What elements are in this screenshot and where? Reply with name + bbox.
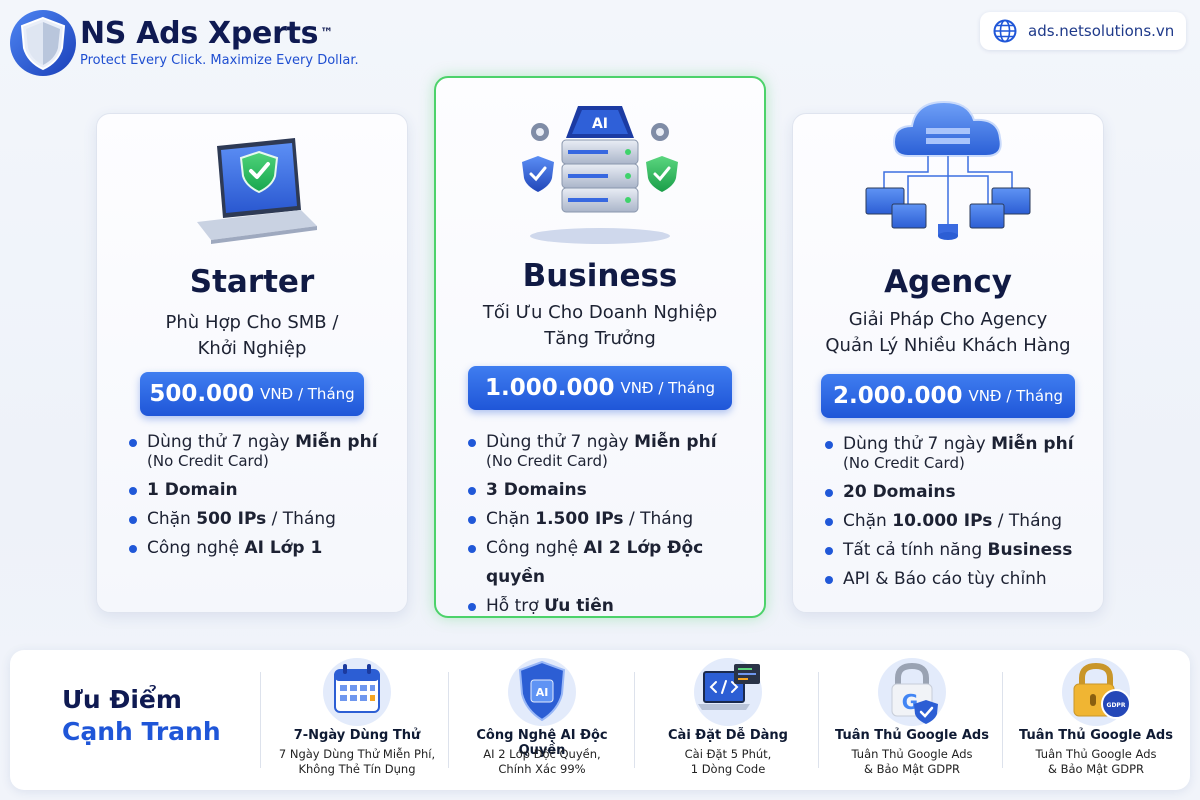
advantages-title: Ưu Điểm Cạnh Tranh — [62, 685, 221, 746]
shield-logo-icon — [10, 10, 76, 76]
divider — [260, 672, 261, 768]
feature-list: Dùng thử 7 ngày Miễn phí(No Credit Card)… — [466, 428, 764, 621]
google-lock-icon: G — [878, 658, 946, 726]
advantage-ai-tech: AI Công Nghệ AI Độc Quyền AI 2 Lớp Độc Q… — [451, 650, 633, 790]
website-url[interactable]: ads.netsolutions.vn — [1028, 22, 1175, 40]
advantage-desc: 7 Ngày Dùng Thử Miễn Phí,Không Thẻ Tín D… — [278, 747, 436, 776]
feature-list: Dùng thử 7 ngày Miễn phí(No Credit Card)… — [127, 428, 378, 563]
advantage-free-trial: 7-Ngày Dùng Thử 7 Ngày Dùng Thử Miễn Phí… — [266, 650, 448, 790]
advantage-title: Công Nghệ AI Độc Quyền — [476, 728, 608, 758]
cloud-network-icon — [865, 100, 1031, 240]
feature-api: API & Báo cáo tùy chỉnh — [823, 565, 1074, 594]
feature-support: Hỗ trợ Ưu tiên — [466, 592, 764, 621]
feature-trial: Dùng thử 7 ngày Miễn phí(No Credit Card) — [823, 430, 1074, 472]
advantage-desc: Tuân Thủ Google Ads& Bảo Mật GDPR — [1035, 747, 1157, 776]
divider — [818, 672, 819, 768]
globe-icon — [993, 19, 1017, 43]
advantage-easy-setup: Cài Đặt Dễ Dàng Cài Đặt 5 Phút,1 Dòng Co… — [637, 650, 819, 790]
gdpr-lock-icon: GDPR — [1062, 658, 1131, 726]
advantages-band: Ưu Điểm Cạnh Tranh 7-Ngày Dùng Thử 7 Ngà… — [10, 650, 1190, 790]
code-laptop-icon — [694, 658, 762, 726]
svg-text:G: G — [902, 690, 918, 714]
advantage-title: Tuân Thủ Google Ads — [835, 728, 989, 743]
gdpr-badge-label: GDPR — [1107, 702, 1126, 709]
plan-card-agency[interactable]: Agency Giải Pháp Cho Agency Quản Lý Nhiề… — [792, 100, 1104, 613]
advantage-gdpr: GDPR Tuân Thủ Google Ads Tuân Thủ Google… — [1005, 650, 1187, 790]
advantage-title: Cài Đặt Dễ Dàng — [668, 728, 788, 743]
feature-domains: 1 Domain — [127, 476, 378, 505]
advantage-desc: Tuân Thủ Google Ads& Bảo Mật GDPR — [851, 747, 973, 776]
plan-subtitle: Giải Pháp Cho Agency Quản Lý Nhiều Khách… — [825, 309, 1071, 356]
svg-text:AI: AI — [592, 116, 608, 132]
advantage-desc: AI 2 Lớp Độc Quyền,Chính Xác 99% — [483, 747, 601, 776]
divider — [1002, 672, 1003, 768]
feature-ip-block: Chặn 500 IPs / Tháng — [127, 505, 378, 534]
calendar-icon — [323, 658, 391, 726]
ai-server-icon: AI — [522, 106, 678, 244]
feature-domains: 3 Domains — [466, 476, 764, 505]
ai-shield-icon: AI — [508, 658, 576, 726]
plan-card-business[interactable]: AI Business Tối Ưu Cho Doanh Nghiệp Tăng… — [434, 76, 766, 618]
website-link[interactable]: ads.netsolutions.vn — [980, 12, 1186, 50]
plan-title: Agency — [884, 264, 1012, 300]
advantage-title: Tuân Thủ Google Ads — [1019, 728, 1173, 743]
plan-subtitle: Phù Hợp Cho SMB / Khởi Nghiệp — [165, 312, 339, 359]
plan-title: Starter — [189, 264, 315, 300]
feature-trial: Dùng thử 7 ngày Miễn phí(No Credit Card) — [466, 428, 764, 470]
feature-list: Dùng thử 7 ngày Miễn phí(No Credit Card)… — [823, 430, 1074, 594]
feature-ip-block: Chặn 10.000 IPs / Tháng — [823, 507, 1074, 536]
advantage-google-compliance: G Tuân Thủ Google Ads Tuân Thủ Google Ad… — [821, 650, 1003, 790]
plan-subtitle: Tối Ưu Cho Doanh Nghiệp Tăng Trưởng — [482, 302, 718, 349]
plan-title: Business — [522, 258, 678, 294]
feature-ip-block: Chặn 1.500 IPs / Tháng — [466, 505, 764, 534]
divider — [448, 672, 449, 768]
feature-ai: Công nghệ AI Lớp 1 — [127, 534, 378, 563]
laptop-shield-icon — [197, 138, 317, 244]
ai-badge-label: AI — [536, 686, 549, 699]
feature-trial: Dùng thử 7 ngày Miễn phí(No Credit Card) — [127, 428, 378, 470]
advantage-title: 7-Ngày Dùng Thử — [293, 728, 421, 743]
feature-all-business: Tất cả tính năng Business — [823, 536, 1074, 565]
feature-ai: Công nghệ AI 2 Lớp Độc quyền — [466, 534, 764, 592]
feature-domains: 20 Domains — [823, 478, 1074, 507]
advantage-desc: Cài Đặt 5 Phút,1 Dòng Code — [684, 747, 772, 776]
plan-card-starter[interactable]: Starter Phù Hợp Cho SMB / Khởi Nghiệp 50… — [96, 113, 408, 613]
divider — [634, 672, 635, 768]
brand-tagline: Protect Every Click. Maximize Every Doll… — [80, 52, 359, 68]
